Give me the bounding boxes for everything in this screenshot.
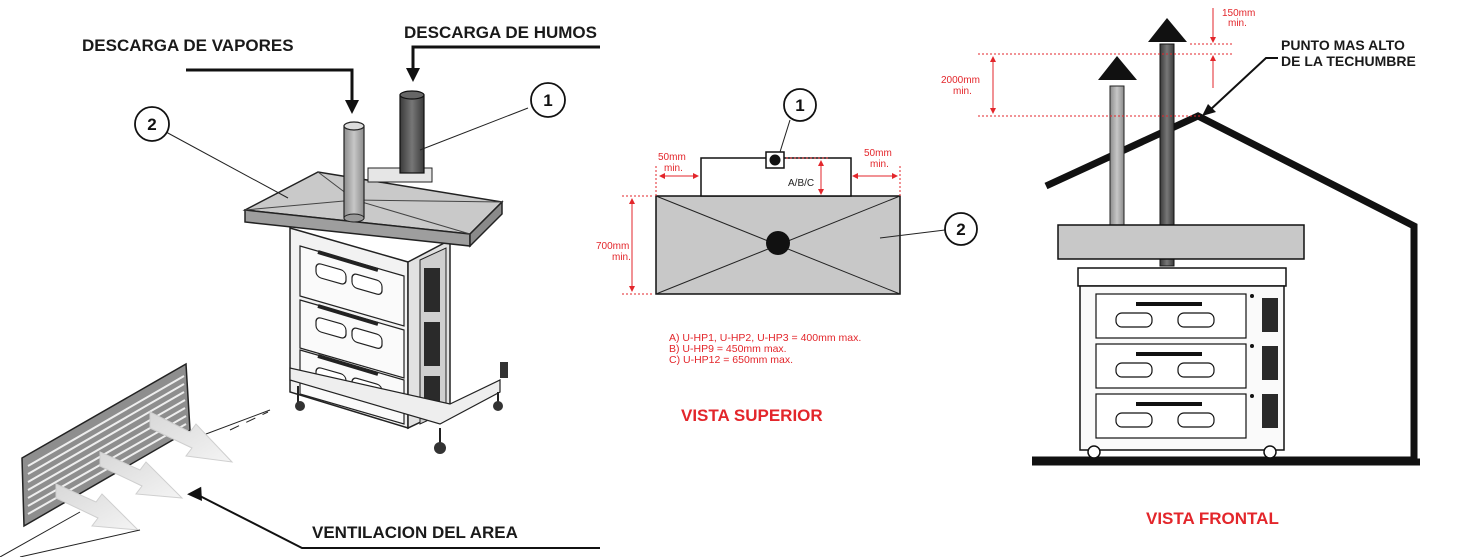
vapor-outlet-dot	[766, 231, 790, 255]
callout-2-top: 2	[879, 212, 978, 246]
note-c: C) U-HP12 = 650mm max.	[669, 354, 793, 366]
label-ventilacion: VENTILACION DEL AREA	[312, 523, 518, 542]
vapor-pipe	[343, 121, 365, 223]
extraction-hood	[242, 167, 504, 248]
isometric-view: DESCARGA DE VAPORES DESCARGA DE HUMOS 1 …	[0, 23, 600, 557]
roof-leader	[1202, 57, 1278, 116]
title-vista-superior: VISTA SUPERIOR	[681, 406, 823, 425]
svg-text:50mm: 50mm	[658, 152, 686, 163]
note-b: B) U-HP9 = 450mm max.	[669, 343, 787, 355]
label-techumbre: DE LA TECHUMBRE	[1281, 53, 1416, 69]
svg-text:min.: min.	[953, 86, 972, 97]
svg-text:min.: min.	[664, 163, 683, 174]
note-a: A) U-HP1, U-HP2, U-HP3 = 400mm max.	[669, 332, 861, 344]
svg-text:min.: min.	[870, 159, 889, 170]
svg-text:2000mm: 2000mm	[941, 75, 980, 86]
svg-text:2: 2	[147, 115, 156, 134]
title-vista-frontal: VISTA FRONTAL	[1146, 509, 1279, 528]
ventilacion-leader	[187, 486, 600, 549]
oven-body	[289, 227, 508, 454]
svg-text:700mm: 700mm	[596, 241, 629, 252]
svg-text:2: 2	[956, 220, 965, 239]
callout-1-top: 1	[779, 88, 817, 153]
vapor-cap	[1098, 56, 1137, 80]
label-descarga-vapores: DESCARGA DE VAPORES	[82, 36, 294, 55]
oven-front	[1077, 267, 1287, 459]
smoke-pipe	[399, 90, 425, 174]
top-view: 50mm min. 50mm min. 700mm min. A/B/C 1 2…	[596, 88, 978, 425]
svg-text:50mm: 50mm	[864, 148, 892, 159]
vapor-pipe-front	[1109, 85, 1125, 227]
callout-2-left: 2	[134, 106, 289, 199]
label-punto-mas-alto: PUNTO MAS ALTO	[1281, 37, 1405, 53]
svg-text:min.: min.	[612, 252, 631, 263]
svg-text:min.: min.	[1228, 18, 1247, 29]
airflow-arrows	[55, 411, 234, 531]
hood-front	[1057, 224, 1305, 260]
front-view: 150mm min. 2000mm min. PUNTO MAS ALTO DE…	[941, 8, 1420, 528]
svg-text:1: 1	[795, 96, 804, 115]
label-descarga-humos: DESCARGA DE HUMOS	[404, 23, 597, 42]
svg-text:150mm: 150mm	[1222, 8, 1255, 19]
humos-leader	[406, 45, 600, 82]
svg-text:A/B/C: A/B/C	[788, 178, 814, 189]
smoke-pipe-front	[1159, 43, 1175, 267]
callout-1-left: 1	[419, 82, 566, 151]
vapores-leader	[186, 68, 359, 114]
svg-text:1: 1	[543, 91, 552, 110]
smoke-cap	[1148, 18, 1187, 42]
